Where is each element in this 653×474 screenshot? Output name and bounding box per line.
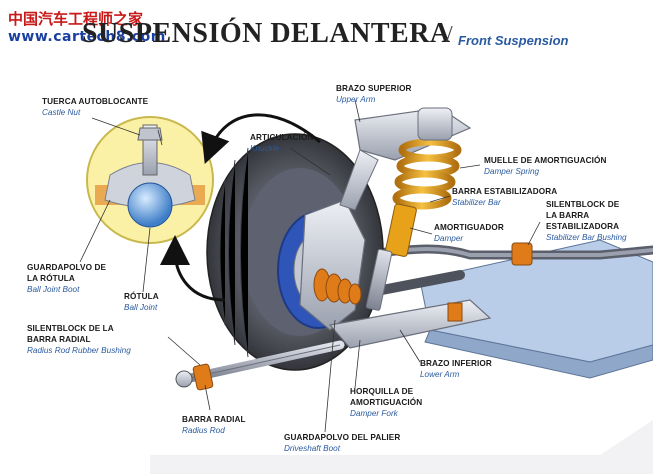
radius-rod-edge	[189, 344, 341, 379]
floor-shadow	[150, 420, 653, 474]
title-spanish: SUSPENSIÓN DELANTERA	[82, 18, 451, 49]
label-damper-spring: MUELLE DE AMORTIGUACIÓN Damper Spring	[484, 156, 607, 176]
title-slash: /	[446, 22, 453, 48]
label-radius-rod: BARRA RADIAL Radius Rod	[182, 415, 246, 435]
castle-nut-shape	[137, 127, 163, 141]
label-driveshaft-boot: GUARDAPOLVO DEL PALIER Driveshaft Boot	[284, 433, 401, 453]
label-upper-arm: BRAZO SUPERIOR Upper Arm	[336, 84, 412, 104]
label-damper-fork: HORQUILLA DE AMORTIGUACIÓN Damper Fork	[350, 387, 423, 418]
title-english: Front Suspension	[458, 33, 569, 48]
damper-body	[385, 203, 417, 257]
lower-arm-bushing	[447, 302, 463, 322]
damper-top-mount	[417, 107, 453, 141]
arrow-bottom	[160, 235, 226, 302]
label-damper: AMORTIGUADOR Damper	[434, 223, 504, 243]
stabilizer-bushing	[511, 242, 533, 266]
ball-joint-ball	[127, 182, 173, 228]
radius-rod-bushing	[192, 363, 214, 391]
watermark-site: www.cartech8.com	[8, 29, 166, 45]
leader-lines	[79, 99, 541, 433]
radius-rod-nut	[175, 370, 193, 388]
label-knuckle: ARTICULACIÓN Knuckle	[250, 133, 314, 153]
damper-fork	[365, 248, 393, 311]
knuckle	[299, 199, 366, 331]
label-ball-joint: RÓTULA Ball Joint	[124, 292, 159, 312]
label-ball-joint-boot: GUARDAPOLVO DE LA RÓTULA Ball Joint Boot	[27, 263, 107, 294]
damper-spring	[392, 138, 462, 210]
label-stabilizer-bushing: SILENTBLOCK DE LA BARRA ESTABILIZADORA S…	[546, 200, 627, 242]
label-radius-rod-bushing: SILENTBLOCK DE LA BARRA RADIAL Radius Ro…	[27, 324, 131, 355]
label-lower-arm: BRAZO INFERIOR Lower Arm	[420, 359, 492, 379]
watermark-chinese: 中国汽车工程师之家	[8, 10, 144, 28]
label-castle-nut: TUERCA AUTOBLOCANTE Castle Nut	[42, 97, 149, 117]
upper-arm-link	[339, 149, 379, 211]
subframe-side	[424, 329, 653, 379]
arrow-top	[201, 113, 321, 165]
tire-tread	[219, 147, 249, 358]
label-stabilizer-bar: BARRA ESTABILIZADORA Stabilizer Bar	[452, 187, 558, 207]
driveshaft-boot	[313, 268, 362, 305]
